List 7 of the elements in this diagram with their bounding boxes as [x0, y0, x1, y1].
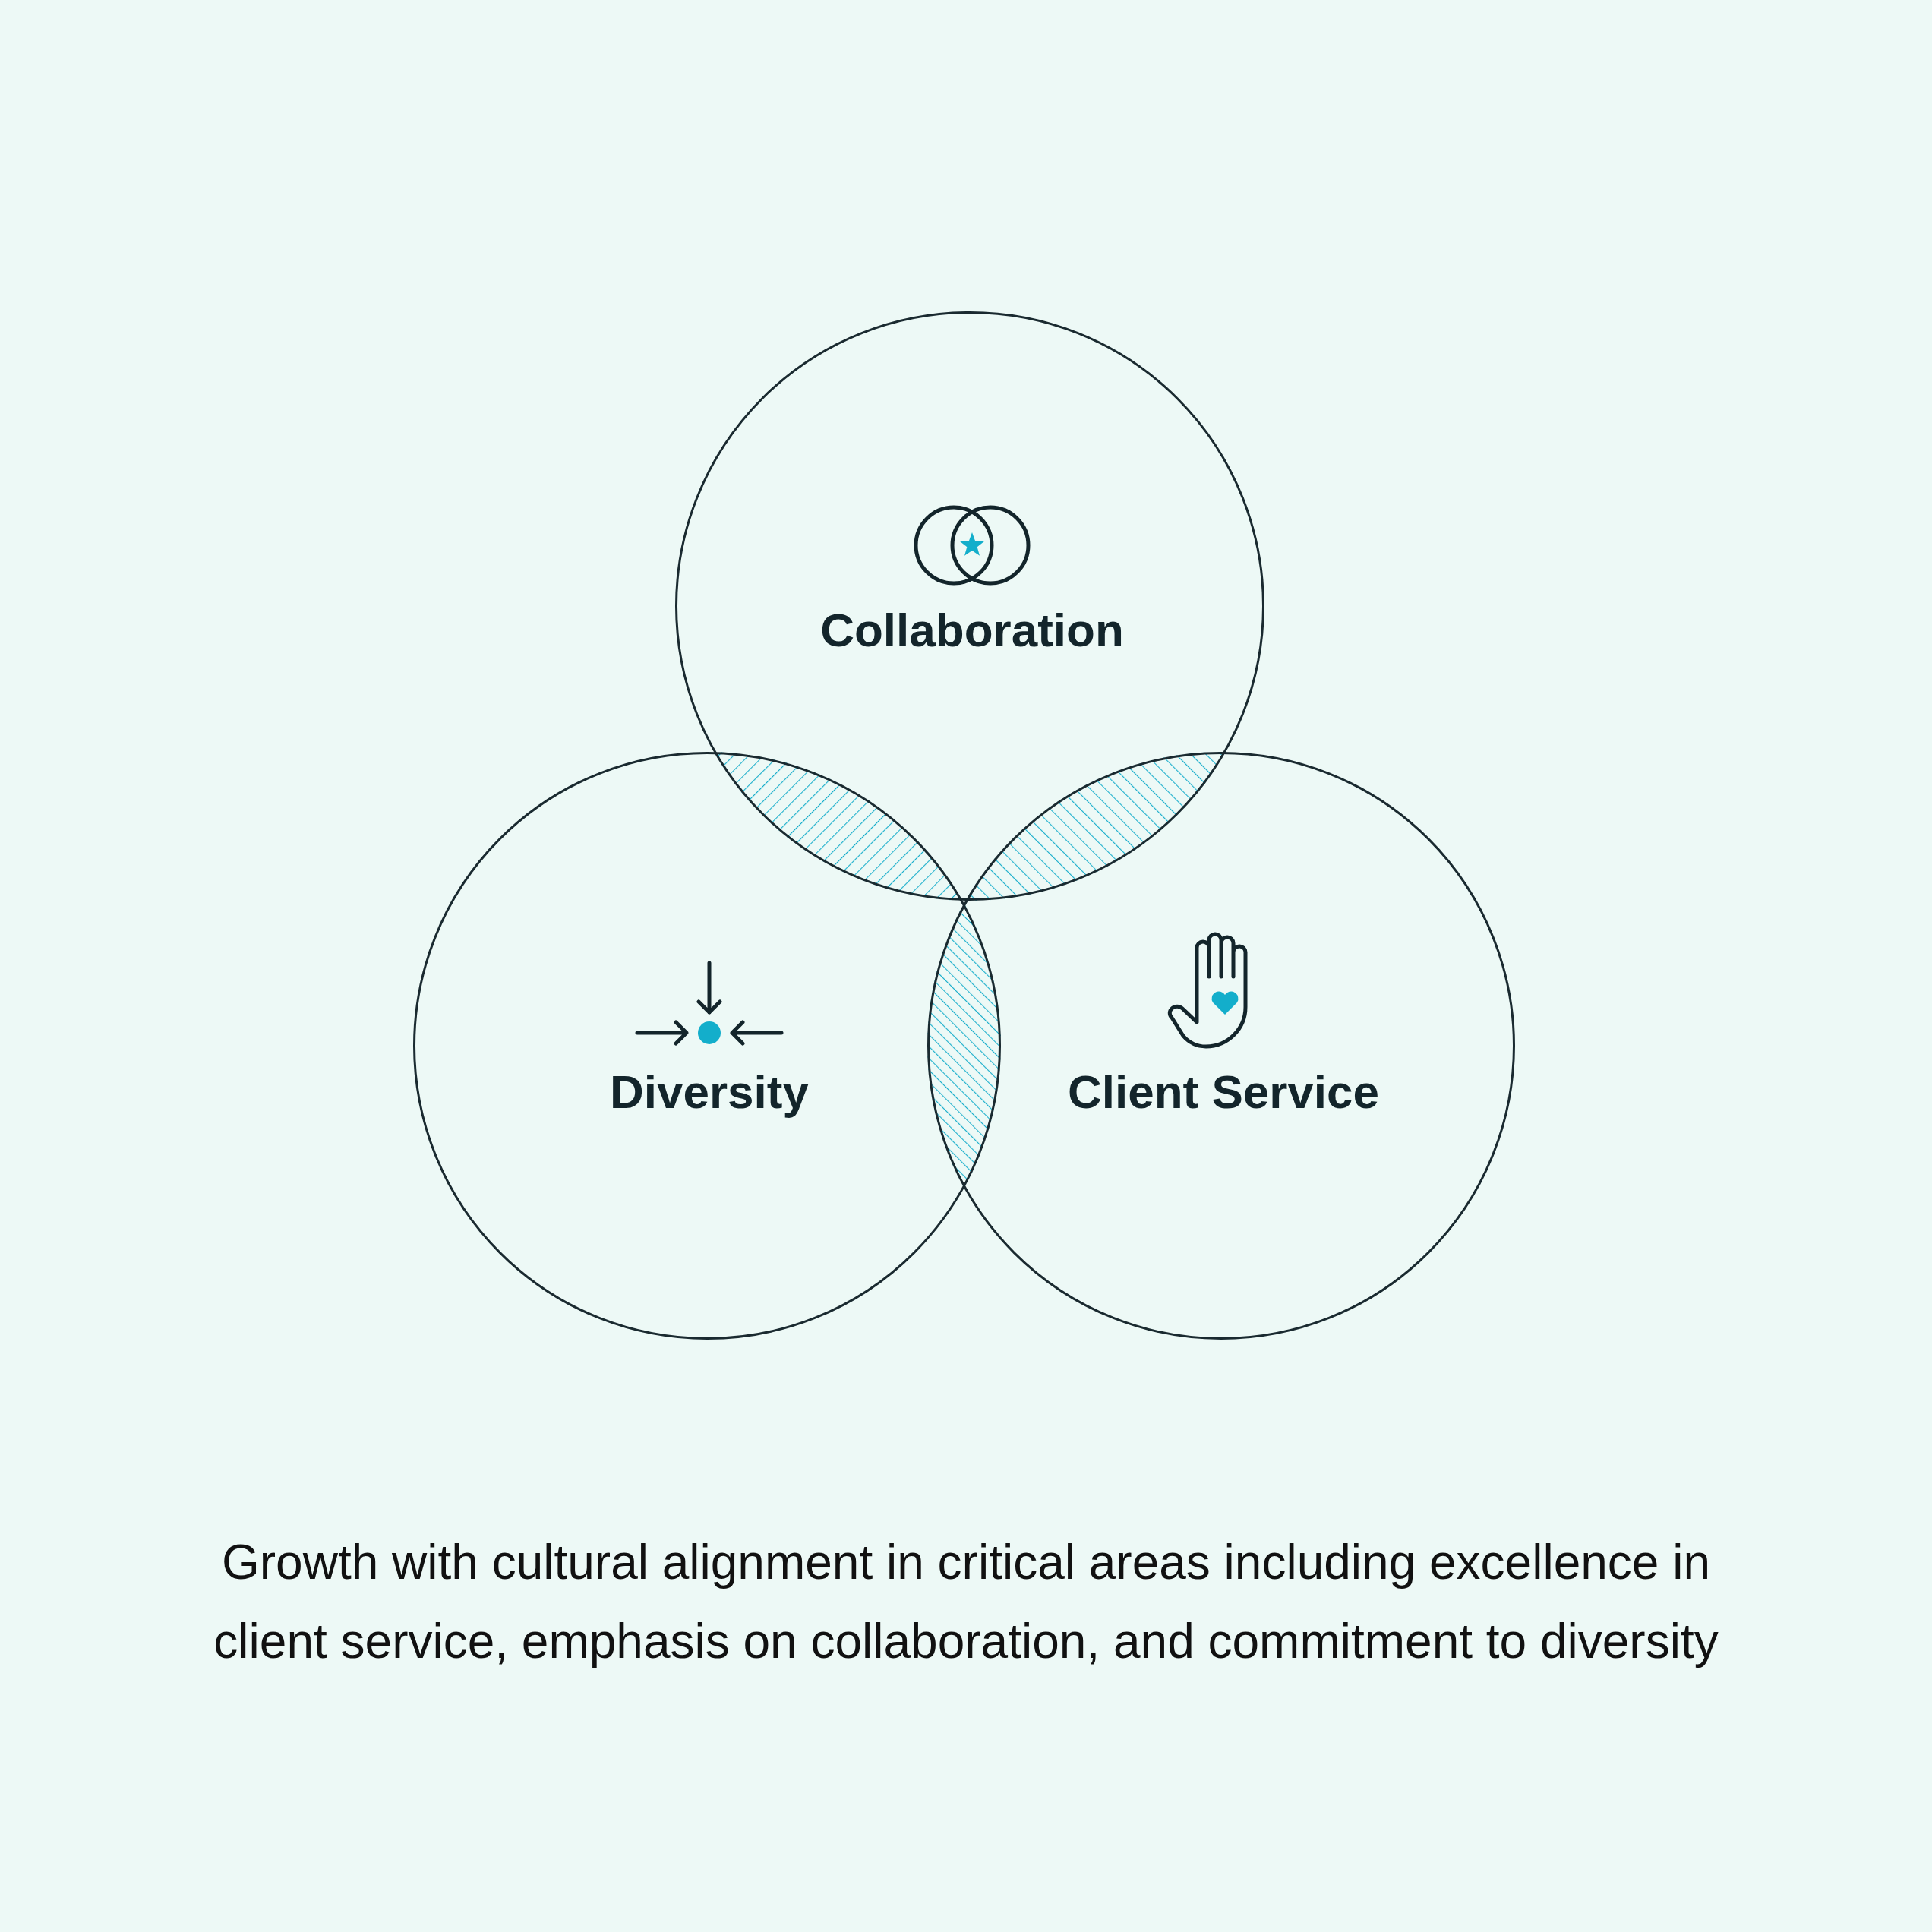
circle-label: Client Service: [1067, 1064, 1380, 1119]
caption: Growth with cultural alignment in critical areas including excellence in client service, emphasis on collaboration, and commitment to diversity: [213, 1534, 1719, 1670]
venn-circle: [675, 311, 1264, 901]
circle-label: Collaboration: [820, 602, 1124, 657]
venn-circle: [927, 752, 1515, 1340]
venn-circle: [413, 752, 1001, 1340]
circle-label: Diversity: [610, 1064, 809, 1119]
